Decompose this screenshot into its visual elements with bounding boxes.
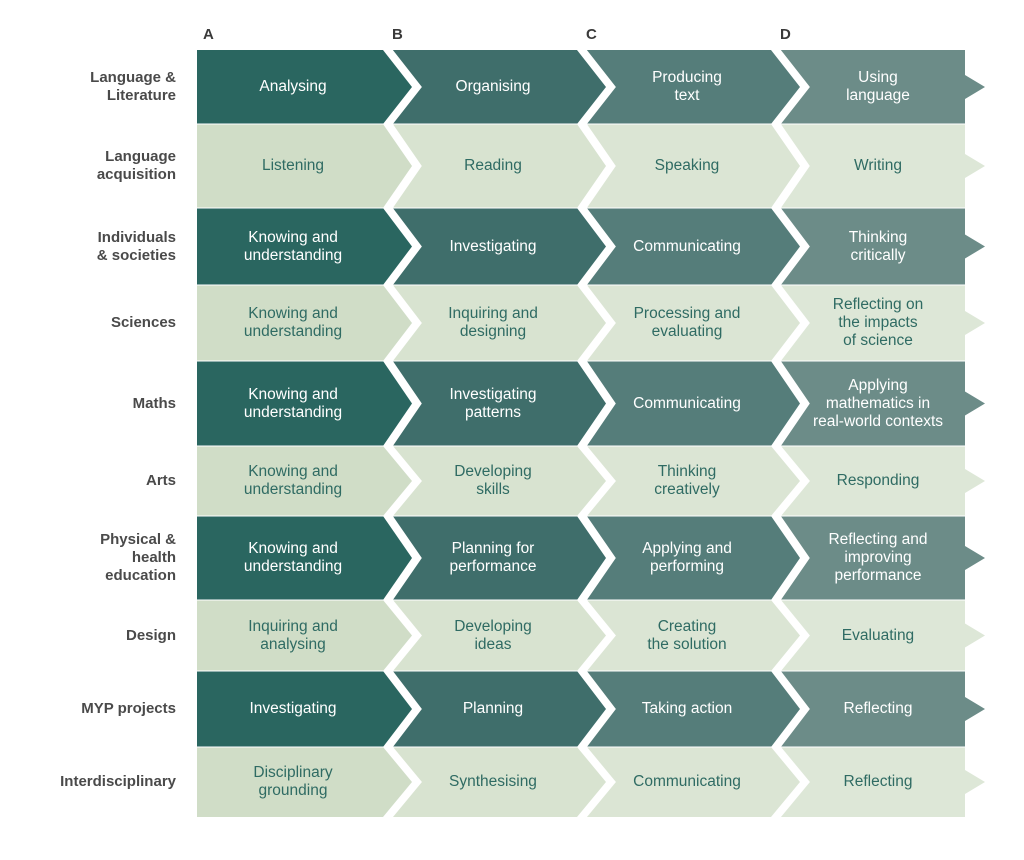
cell-divider: [389, 746, 422, 818]
column-header-a: A: [203, 26, 214, 43]
column-header-c: C: [586, 26, 597, 43]
cell-divider: [583, 670, 616, 748]
cell-divider: [777, 207, 810, 286]
cell-divider: [389, 123, 422, 209]
column-header-b: B: [392, 26, 403, 43]
criterion-cell: [779, 516, 985, 600]
cell-divider: [583, 49, 616, 125]
criterion-cell: [197, 747, 412, 817]
row-label: Individuals & societies: [96, 228, 176, 264]
cell-divider: [389, 599, 422, 672]
row-label: Maths: [132, 394, 176, 412]
cell-divider: [777, 746, 810, 818]
criterion-cell: [197, 361, 412, 446]
criterion-cell: [585, 208, 800, 285]
criterion-cell: [585, 361, 800, 446]
cell-divider: [777, 515, 810, 601]
cell-divider: [389, 360, 422, 447]
criterion-cell: [585, 600, 800, 671]
criterion-cell: [197, 285, 412, 361]
criterion-cell: [779, 600, 985, 671]
cell-divider: [777, 670, 810, 748]
criterion-cell: [391, 361, 606, 446]
cell-divider: [777, 284, 810, 362]
cell-divider: [777, 49, 810, 125]
criterion-cell: [197, 50, 412, 124]
column-header-d: D: [780, 26, 791, 43]
criterion-cell: [391, 671, 606, 747]
cell-divider: [583, 746, 616, 818]
cell-divider: [389, 49, 422, 125]
row-label: Language & Literature: [90, 69, 176, 104]
criterion-cell: [779, 747, 985, 817]
cell-divider: [777, 123, 810, 209]
criterion-cell: [197, 446, 412, 516]
criterion-cell: [779, 50, 985, 124]
criterion-cell: [391, 50, 606, 124]
cell-divider: [389, 207, 422, 286]
criterion-cell: [585, 285, 800, 361]
cell-divider: [583, 123, 616, 209]
criterion-cell: [391, 600, 606, 671]
cell-divider: [583, 515, 616, 601]
criterion-cell: [779, 285, 985, 361]
criterion-cell: [585, 747, 800, 817]
cell-divider: [583, 207, 616, 286]
row-label: MYP projects: [81, 700, 176, 717]
criterion-cell: [779, 208, 985, 285]
cell-divider: [389, 445, 422, 517]
criterion-cell: [197, 671, 412, 747]
cell-divider: [777, 360, 810, 447]
criterion-cell: [391, 285, 606, 361]
criterion-cell: [779, 446, 985, 516]
row-label: Sciences: [110, 314, 176, 331]
criterion-cell: [197, 208, 412, 285]
criterion-cell: [779, 124, 985, 208]
criterion-cell: [585, 446, 800, 516]
criterion-cell: [391, 446, 606, 516]
cell-divider: [389, 284, 422, 362]
criterion-cell: [197, 516, 412, 600]
criterion-cell: [391, 208, 606, 285]
cell-divider: [583, 360, 616, 447]
criterion-cell: [391, 747, 606, 817]
row-label: Physical & health education: [100, 531, 176, 584]
cell-divider: [777, 445, 810, 517]
cell-divider: [389, 515, 422, 601]
cell-divider: [583, 284, 616, 362]
criterion-cell: [585, 516, 800, 600]
criterion-cell: [585, 50, 800, 124]
criterion-cell: [391, 124, 606, 208]
criterion-cell: [779, 361, 985, 446]
row-label: Interdisciplinary: [60, 773, 176, 790]
criterion-cell: [197, 600, 412, 671]
criterion-cell: [197, 124, 412, 208]
row-label: Design: [125, 626, 176, 644]
criterion-cell: [585, 671, 800, 747]
row-label: Language acquisition: [96, 148, 176, 183]
criterion-cell: [585, 124, 800, 208]
criterion-cell: [391, 516, 606, 600]
criterion-cell: [779, 671, 985, 747]
cell-divider: [583, 599, 616, 672]
cell-divider: [389, 670, 422, 748]
cell-divider: [583, 445, 616, 517]
row-label: Arts: [145, 472, 176, 489]
cell-divider: [777, 599, 810, 672]
